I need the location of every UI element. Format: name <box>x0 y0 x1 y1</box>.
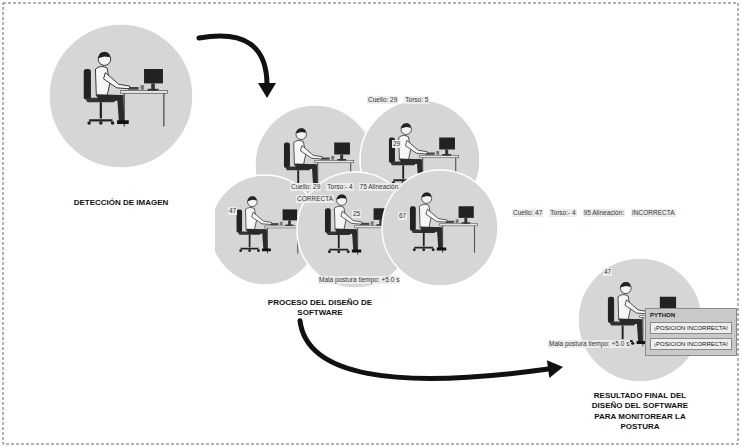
circle-ground <box>49 24 193 168</box>
flow-arrow <box>300 321 563 379</box>
alert-message: ¡POSICION INCORRECTA! <box>650 322 732 334</box>
overlay-reading: Torso:- 4 <box>326 183 353 191</box>
alert-message: ¡POSICION INCORRECTA! <box>650 338 732 350</box>
arrow-curve <box>199 36 267 85</box>
worker-illustration <box>84 52 168 127</box>
result-panel: PYTHON ¡POSICION INCORRECTA! ¡POSICION INC… <box>645 308 737 356</box>
overlay-reading: Cuello: 47 <box>512 209 543 217</box>
overlay-reading: Mala postura tiempo: +5.0 s <box>548 340 630 348</box>
panel-title: PYTHON <box>650 312 732 318</box>
overlay-reading: Mala postura tiempo: +5.0 s <box>318 276 400 284</box>
overlay-reading: Torso: 5 <box>404 96 429 104</box>
stage-label: RESULTADO FINAL DEL DISEÑO DEL SOFTWARE … <box>585 391 695 433</box>
stage-label: PROCESO DEL DISEÑO DE SOFTWARE <box>255 298 385 319</box>
stage-label: DETECCIÓN DE IMAGEN <box>45 198 197 208</box>
overlay-reading: 25 <box>352 210 361 218</box>
overlay-reading: 29 <box>392 140 401 148</box>
overlay-reading: 67 <box>398 212 407 220</box>
overlay-reading: CORRECTA <box>296 195 334 203</box>
worker-illustration <box>410 192 477 252</box>
circle-outline <box>45 20 197 172</box>
flow-arrow <box>199 36 276 98</box>
arrow-curve <box>300 321 550 379</box>
arrow-head <box>547 360 563 378</box>
overlay-reading: 47 <box>228 207 237 215</box>
dashed-border <box>3 3 738 444</box>
overlay-reading: 75 Alineación <box>359 183 400 191</box>
worker-illustration <box>237 196 301 253</box>
overlay-reading: 47 <box>603 268 612 276</box>
overlay-reading: Cuello: 29 <box>367 96 398 104</box>
overlay-reading: 95 Alineación: <box>583 209 625 217</box>
overlay-reading: Torso:- 4 <box>549 209 576 217</box>
circle-ground <box>382 170 498 286</box>
stage-circle: DETECCIÓN DE IMAGEN <box>45 20 197 208</box>
circle-outline <box>215 100 505 290</box>
arrow-head <box>258 83 276 98</box>
overlay-reading: Cuello: 29 <box>290 183 321 191</box>
overlay-reading: INCORRECTA <box>631 209 676 217</box>
